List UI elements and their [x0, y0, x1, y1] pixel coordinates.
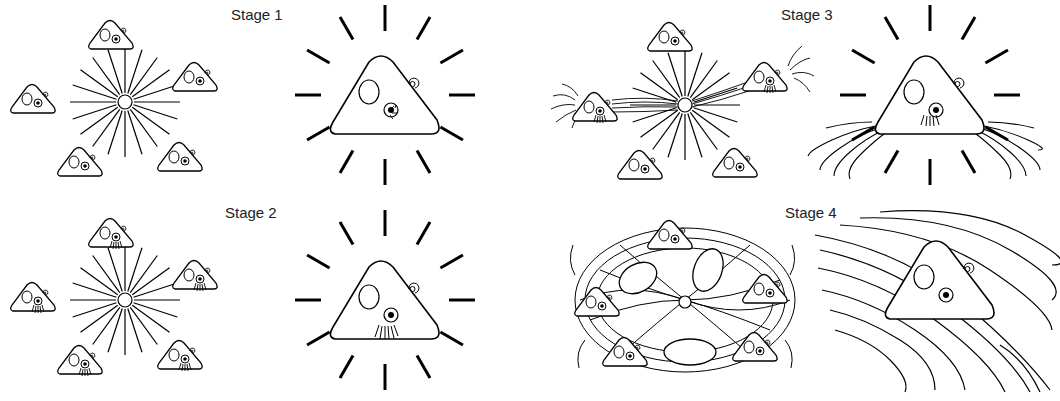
- stage-label: Stage 1: [228, 6, 286, 24]
- stage-label: Stage 2: [222, 204, 280, 222]
- stage-label: Stage 4: [782, 204, 840, 222]
- stage-label: Stage 3: [778, 6, 836, 24]
